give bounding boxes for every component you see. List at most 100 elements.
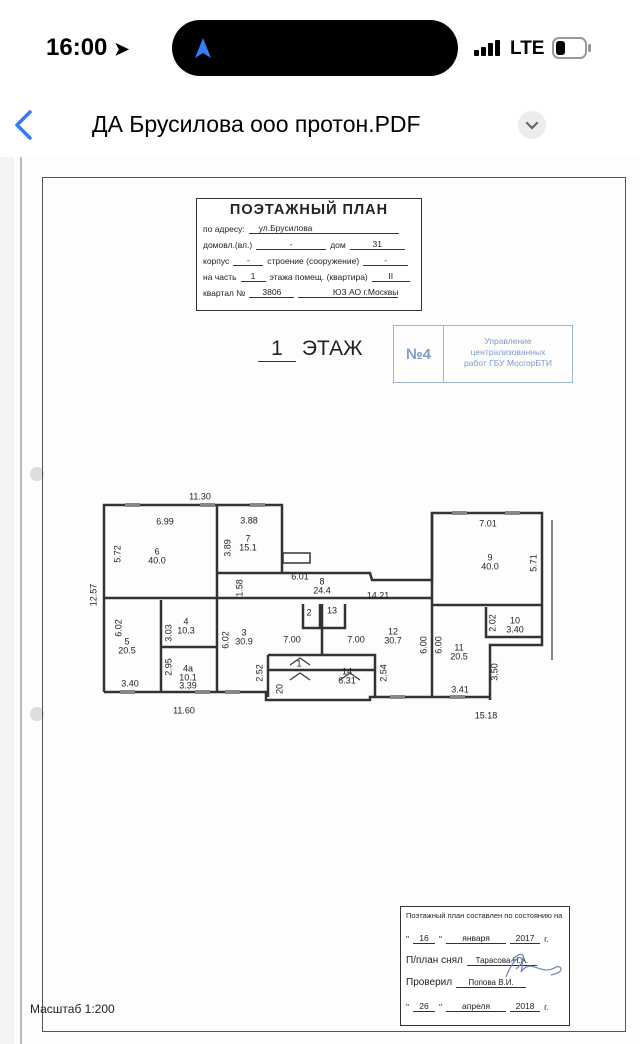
title-menu-button[interactable] (518, 111, 546, 139)
day2: 26 (413, 1001, 436, 1012)
checked-label: Проверил (406, 977, 453, 988)
address-value: ул.Брусилова (248, 223, 399, 234)
month2: апреля (446, 1001, 507, 1012)
day1: 16 (413, 933, 436, 944)
back-chevron-icon[interactable] (12, 109, 36, 141)
month1: января (446, 933, 507, 944)
small-label: 1 (296, 658, 302, 669)
dimension: 2.54 (378, 664, 389, 682)
floor-heading: 1 ЭТАЖ (258, 337, 362, 362)
stamp-line: Управление (484, 336, 532, 346)
punch-hole (30, 707, 44, 721)
kvartal-value: 3806 (249, 287, 295, 298)
dimension: 1.58 (234, 579, 245, 597)
checked-value: Попова В.И. (456, 978, 527, 988)
address-label: по адресу: (203, 224, 245, 234)
chast-value: 1 (240, 271, 266, 282)
footer-box: Поэтажный план составлен по состоянию на… (400, 906, 570, 1026)
okrug-value: ЮЗ АО г.Москвы (298, 287, 399, 298)
dimension: 15.18 (474, 710, 498, 721)
floor-label: ЭТАЖ (301, 337, 363, 360)
dimension: 3.41 (451, 684, 469, 695)
floor-number: 1 (258, 337, 296, 362)
punch-hole (30, 467, 44, 481)
time-text: 16:00 (46, 34, 108, 61)
stroenie-value: - (363, 255, 409, 266)
paper-edge (20, 157, 22, 1044)
dimension: 6.00 (418, 636, 429, 654)
dimension: 7.00 (347, 634, 365, 645)
status-time: 16:00 ➤ (46, 34, 129, 62)
dimension: 6.02 (113, 619, 124, 637)
dimension: 5.72 (112, 545, 123, 563)
dimension: 6.99 (156, 516, 174, 527)
dimension: 3.40 (121, 678, 139, 689)
dimension: 12.57 (88, 583, 99, 607)
stamp-number: №4 (394, 326, 444, 382)
battery-icon (552, 37, 591, 59)
small-label: 20 (274, 683, 285, 695)
dimension: 3.89 (222, 539, 233, 557)
dimension: 3.50 (489, 663, 500, 681)
year-suffix: г. (544, 934, 549, 944)
year1: 2017 (510, 933, 541, 944)
signal-icon (474, 40, 500, 56)
year2: 2018 (510, 1001, 541, 1012)
dimension: 7.00 (283, 634, 301, 645)
location-arrow-icon: ➤ (114, 39, 130, 59)
stamp-line: централизованных (470, 347, 546, 358)
domovl-value: - (256, 239, 327, 250)
dimension: 7.01 (479, 518, 497, 529)
navigation-arrow-icon (195, 38, 211, 58)
domovl-label: домовл.(вл.) (203, 240, 253, 250)
korpus-value: - (233, 255, 264, 266)
stamp-line: работ ГБУ МосгорБТИ (464, 358, 552, 369)
document-title[interactable]: ДА Брусилова ооо протон.PDF (92, 111, 421, 137)
etazh-label: этажа помещ. (квартира) (269, 272, 368, 282)
floor-plan-walls (102, 503, 553, 702)
pomeshch-value: II (371, 271, 410, 282)
dimension: 11.30 (189, 491, 211, 502)
korpus-label: корпус (203, 256, 230, 266)
header-box: ПОЭТАЖНЫЙ ПЛАН по адресу:ул.Брусилова до… (196, 198, 422, 311)
plan-title: ПОЭТАЖНЫЙ ПЛАН (229, 202, 389, 218)
dimension: 3.88 (240, 515, 258, 526)
dimension: 14.21 (366, 590, 390, 601)
dimension: 2.52 (254, 664, 265, 682)
bti-stamp: №4 Управление централизованных работ ГБУ… (393, 325, 573, 383)
stroenie-label: строение (сооружение) (267, 256, 360, 266)
dimension: 11.60 (173, 705, 195, 716)
scale-label: Масштаб 1:200 (30, 1002, 115, 1016)
surveyed-label: П/план снял (406, 955, 463, 966)
dynamic-island[interactable] (172, 20, 458, 76)
dimension: 6.01 (291, 571, 309, 582)
network-label: LTE (510, 38, 545, 59)
small-label: 2 (306, 607, 312, 618)
chast-label: на часть (203, 272, 237, 282)
pdf-viewer[interactable]: ПОЭТАЖНЫЙ ПЛАН по адресу:ул.Брусилова до… (0, 157, 640, 1044)
surveyed-value: Тарасова Н.А. (466, 956, 537, 966)
dom-value: 31 (349, 239, 405, 250)
dimension: 5.71 (528, 554, 539, 572)
dimension: 3.39 (179, 680, 197, 691)
dom-label: дом (330, 240, 346, 250)
small-label: 13 (326, 605, 338, 616)
year-suffix: г. (544, 1002, 549, 1012)
dimension: 2.95 (163, 658, 174, 676)
kvartal-label: квартал № (203, 288, 246, 298)
signature-icon (505, 953, 562, 978)
chevron-down-icon (525, 121, 539, 130)
dimension: 6.00 (433, 636, 444, 654)
